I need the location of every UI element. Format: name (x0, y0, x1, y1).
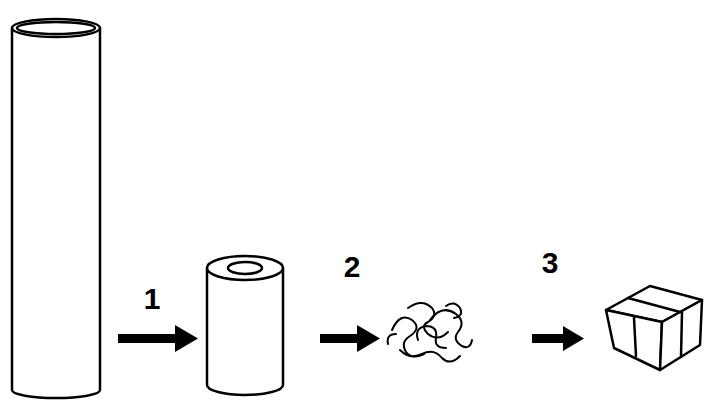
cylinder-hole (228, 262, 262, 274)
pressed-block (606, 286, 702, 370)
step-number: 3 (530, 248, 570, 278)
step-number: 1 (132, 284, 172, 314)
process-arrow (532, 326, 584, 351)
process-arrow (118, 325, 198, 352)
cut-cylinder (207, 268, 283, 395)
long-tube (12, 28, 100, 398)
step-number: 2 (332, 252, 372, 282)
cylinder-top (207, 256, 283, 280)
tube-opening (17, 22, 95, 34)
shredded-pieces (388, 303, 472, 362)
tube-rim (12, 19, 100, 37)
process-arrow (320, 325, 380, 352)
